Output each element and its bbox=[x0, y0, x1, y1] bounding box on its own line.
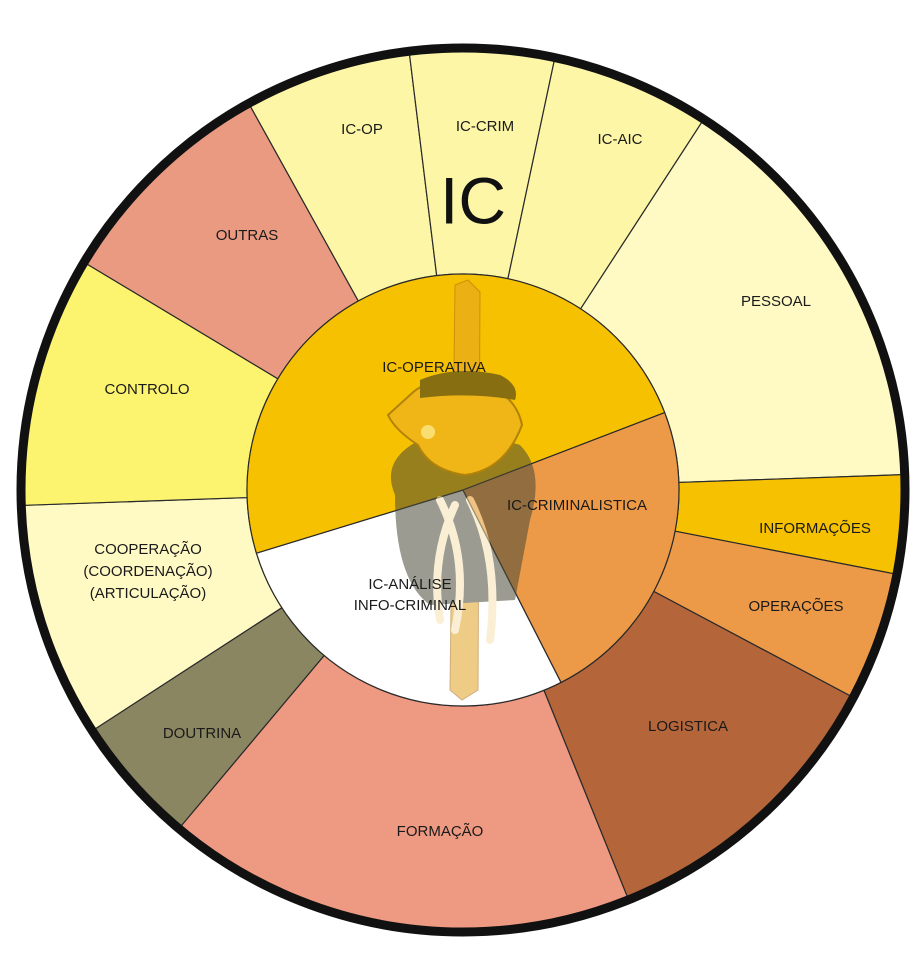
label-cooperacao-line1: COOPERAÇÃO bbox=[94, 541, 202, 558]
outer-ring bbox=[16, 43, 910, 937]
label-formacao: FORMAÇÃO bbox=[397, 823, 484, 840]
label-controlo: CONTROLO bbox=[104, 381, 189, 398]
label-ic-operativa: IC-OPERATIVA bbox=[382, 359, 486, 376]
label-ic-op: IC-OP bbox=[341, 121, 383, 138]
center-title: IC bbox=[440, 163, 506, 237]
label-informacoes: INFORMAÇÕES bbox=[759, 520, 871, 537]
label-doutrina: DOUTRINA bbox=[163, 725, 241, 742]
label-ic-analise-line1: IC-ANÁLISE bbox=[368, 576, 451, 593]
label-pessoal: PESSOAL bbox=[741, 293, 811, 310]
label-logistica: LOGISTICA bbox=[648, 718, 728, 735]
label-cooperacao-line2: (COORDENAÇÃO) bbox=[83, 563, 212, 580]
label-operacoes: OPERAÇÕES bbox=[748, 598, 843, 615]
label-ic-analise-line2: INFO-CRIMINAL bbox=[354, 597, 467, 614]
eagle-sword-emblem-icon bbox=[386, 279, 536, 701]
label-ic-aic: IC-AIC bbox=[598, 131, 643, 148]
label-ic-crim: IC-CRIM bbox=[456, 118, 514, 135]
label-ic-criminalistica: IC-CRIMINALISTICA bbox=[507, 497, 647, 514]
label-outras: OUTRAS bbox=[216, 227, 279, 244]
label-cooperacao-line3: (ARTICULAÇÃO) bbox=[90, 585, 206, 602]
